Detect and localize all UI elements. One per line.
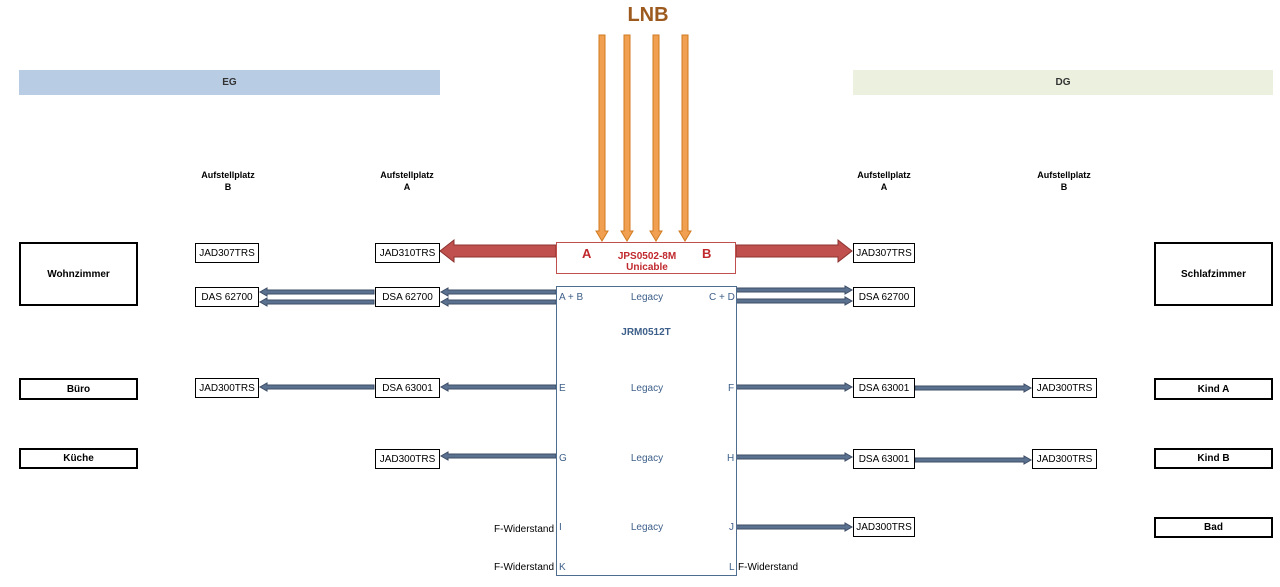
header-dg-a-line2: A [880,182,888,192]
legacy-row2: Legacy [630,383,664,394]
legacy-arrow-j [735,522,854,532]
switch-type: Unicable [626,262,668,273]
f-widerstand-i: F-Widerstand [494,524,555,535]
device-eg-b-row2: DAS 62700 [195,287,259,307]
legacy-arrow-cd-1 [735,285,854,295]
legacy-arrow-g [439,451,557,461]
header-eg-a-line2: A [403,182,411,192]
header-eg-a-line1: Aufstellplatz [380,170,434,180]
legacy-row4: Legacy [630,522,664,533]
header-dg-b: Aufstellplatz B [1024,169,1104,193]
device-eg-a-row3: DSA 63001 [375,378,440,398]
multiswitch [556,286,737,576]
room-wohnzimmer: Wohnzimmer [19,242,138,306]
arrow-layer [258,34,1033,532]
device-dg-a-row4: DSA 63001 [853,449,915,469]
room-kueche: Küche [19,448,138,469]
port-ab: A + B [559,292,584,303]
legacy-arrow-eg-row2-2 [258,297,375,307]
room-kind-b: Kind B [1154,448,1273,469]
switch-output-b-label: B [702,246,712,261]
legacy-arrow-cd-2 [735,296,854,306]
switch-output-a-label: A [582,246,592,261]
legacy-row3: Legacy [630,453,664,464]
header-dg-a: Aufstellplatz A [844,169,924,193]
device-dg-a-row2: DSA 62700 [853,287,915,307]
port-h: H [727,453,735,464]
lnb-arrow-2 [620,34,634,242]
port-e: E [559,383,566,394]
eg-banner: EG [19,70,440,95]
header-dg-b-line2: B [1060,182,1068,192]
unicable-arrow-a [439,238,557,264]
legacy-arrow-f [735,382,854,392]
legacy-arrow-h [735,452,854,462]
device-eg-a-row1: JAD310TRS [375,243,440,263]
unicable-arrow-b [735,238,853,264]
lnb-arrow-4 [678,34,692,242]
lnb-arrow-1 [595,34,609,242]
unicable-switch: A B JPS0502-8M Unicable [556,242,736,274]
f-widerstand-l: F-Widerstand [738,562,799,573]
lnb-label: LNB [627,4,669,26]
multiswitch-name: JRM0512T [621,327,671,338]
device-dg-b-row4: JAD300TRS [1032,449,1097,469]
header-eg-a: Aufstellplatz A [367,169,447,193]
header-dg-b-line1: Aufstellplatz [1037,170,1091,180]
room-bad: Bad [1154,517,1273,538]
lnb-arrow-3 [649,34,663,242]
header-dg-a-line1: Aufstellplatz [857,170,911,180]
f-widerstand-k: F-Widerstand [494,562,555,573]
port-k: K [559,562,566,573]
dg-banner: DG [853,70,1273,95]
legacy-arrow-ab-1 [439,287,557,297]
room-schlafzimmer: Schlafzimmer [1154,242,1273,306]
device-eg-b-row1: JAD307TRS [195,243,259,263]
port-g: G [559,453,567,464]
device-dg-b-row3: JAD300TRS [1032,378,1097,398]
legacy-arrow-eg-row2-1 [258,287,375,297]
port-j: J [729,522,734,533]
header-eg-b: Aufstellplatz B [188,169,268,193]
device-dg-a-row1: JAD307TRS [853,243,915,263]
legacy-row1: Legacy [630,292,664,303]
legacy-arrow-e [439,382,557,392]
port-i: I [559,522,562,533]
legacy-arrow-ab-2 [439,297,557,307]
legacy-arrow-dg-row4 [914,455,1033,465]
port-cd: C + D [709,292,735,303]
header-eg-b-line1: Aufstellplatz [201,170,255,180]
header-eg-b-line2: B [224,182,232,192]
device-eg-b-row3: JAD300TRS [195,378,259,398]
legacy-arrow-dg-row3 [914,383,1033,393]
device-dg-a-row5: JAD300TRS [853,517,915,537]
port-l: L [729,562,735,573]
switch-name: JPS0502-8M [617,251,677,262]
device-dg-a-row3: DSA 63001 [853,378,915,398]
room-kind-a: Kind A [1154,378,1273,400]
device-eg-a-row2: DSA 62700 [375,287,440,307]
device-eg-a-row4: JAD300TRS [375,449,440,469]
legacy-arrow-eg-row3 [258,382,375,392]
port-f: F [728,383,735,394]
room-buero: Büro [19,378,138,400]
